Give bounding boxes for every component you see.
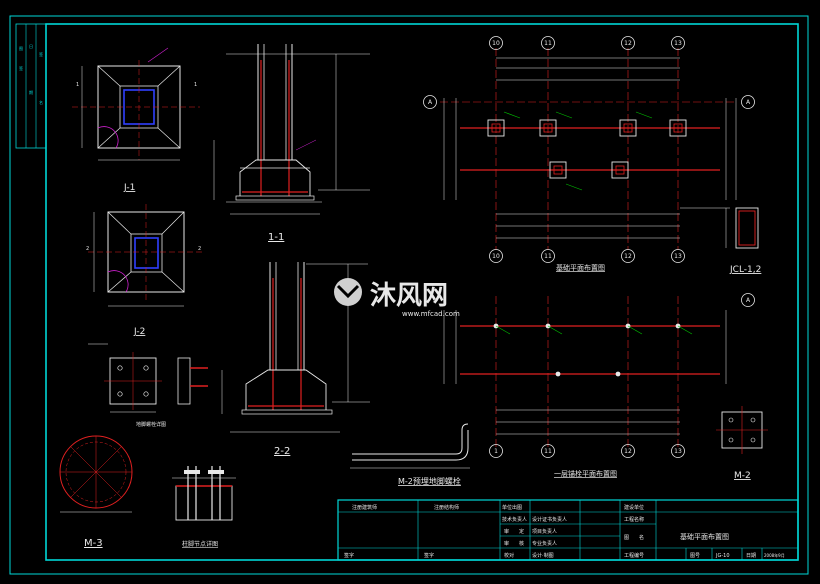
svg-text:名: 名 <box>39 99 43 105</box>
svg-text:签: 签 <box>39 51 43 57</box>
anchor-plate-detail <box>88 343 208 413</box>
footing-j1-title: J-1 <box>123 183 135 193</box>
foundation-plan-title: 基础平面布置图 <box>556 263 605 272</box>
tb-discipline-lead: 专业负责人 <box>532 540 557 547</box>
footing-j2-title: J-2 <box>133 327 145 337</box>
svg-text:2: 2 <box>86 246 89 252</box>
tb-drawing-name: 基础平面布置图 <box>680 532 729 541</box>
section-1-1-title: 1-1 <box>268 232 284 243</box>
tb-review: 审 核 <box>504 540 524 547</box>
svg-text:日: 日 <box>29 44 33 49</box>
plate-m2-title: M-2 <box>734 471 751 481</box>
axis-top-10: 10 <box>492 40 500 47</box>
watermark-logo <box>334 278 362 306</box>
tb-cert-lead: 设计证书负责人 <box>532 516 567 523</box>
axis-bottom-11: 11 <box>544 253 552 260</box>
m2-anchor-title: M-2预埋地脚螺栓 <box>398 476 461 486</box>
axis-top-12: 12 <box>624 40 632 47</box>
tb-client: 建设单位 <box>624 504 644 511</box>
anchor-plate-title: 地脚螺栓详图 <box>136 421 166 428</box>
tb-drawing-name-label: 图 名 <box>624 534 644 541</box>
tb-design: 设计·制图 <box>532 552 554 559</box>
tb-date: 2008年9月 <box>764 552 785 558</box>
svg-text:1: 1 <box>76 82 79 88</box>
axis-bottom-13: 13 <box>674 253 682 260</box>
section-2-2-title: 2-2 <box>274 446 290 457</box>
tb-approve: 审 定 <box>504 528 524 535</box>
tb-sign-2: 签字 <box>424 552 434 559</box>
axis-bottom-10: 10 <box>492 253 500 260</box>
tb-project-name: 工程名称 <box>624 516 644 523</box>
tb-date-label: 日期 <box>746 553 756 559</box>
section-2-2 <box>221 262 370 433</box>
jcl-title: JCL-1,2 <box>729 265 761 275</box>
m2-anchor-bolt <box>350 423 470 469</box>
tb-sign-1: 签字 <box>344 552 354 559</box>
tb-drawing-no: JG-10 <box>715 553 730 559</box>
tb-reg-engineer: 注册结构师 <box>434 504 459 511</box>
footing-j1-plan: 1 1 <box>72 47 200 161</box>
foundation-plan-axis-bubbles <box>423 36 755 263</box>
axis-row-a-lower: A <box>746 297 751 304</box>
tb-issue-unit: 单位出图 <box>502 504 522 511</box>
title-block <box>337 499 799 561</box>
anchor-plan-title: 一层锚栓平面布置图 <box>554 469 617 478</box>
axis-top-11: 11 <box>544 40 552 47</box>
side-stamp-ticks: 图签 日期 签名 <box>19 44 43 105</box>
anchor-plan-axis-bubbles <box>489 293 755 458</box>
tb-drawing-no-label: 图号 <box>690 553 700 559</box>
section-1-1 <box>213 44 370 215</box>
footing-j2-plan: 2 2 <box>86 204 204 307</box>
axis-lower-1: 1 <box>494 448 498 455</box>
svg-text:图: 图 <box>19 45 23 51</box>
tb-reg-architect: 注册建筑师 <box>352 504 377 511</box>
plate-m3-detail <box>59 435 133 513</box>
axis-row-a-right: A <box>746 99 751 106</box>
foundation-plan <box>440 48 737 250</box>
svg-text:签: 签 <box>19 65 23 71</box>
svg-text:1: 1 <box>194 82 197 88</box>
jcl-beam-section <box>680 207 759 249</box>
anchor-bolt-plan <box>443 296 727 448</box>
plate-m2-detail <box>716 406 768 454</box>
svg-text:2: 2 <box>198 246 201 252</box>
svg-text:期: 期 <box>29 89 33 95</box>
tb-tech-lead: 技术负责人 <box>502 516 527 523</box>
tb-check: 校对 <box>504 552 514 559</box>
axis-lower-11: 11 <box>544 448 552 455</box>
axis-lower-13: 13 <box>674 448 682 455</box>
watermark-url: www.mfcad.com <box>402 310 460 318</box>
axis-bottom-12: 12 <box>624 253 632 260</box>
plate-m3-title: M-3 <box>84 538 103 549</box>
axis-row-a-left: A <box>428 99 433 106</box>
column-base-title: 柱脚节点详图 <box>182 540 218 548</box>
column-base-detail <box>172 466 236 521</box>
axis-lower-12: 12 <box>624 448 632 455</box>
tb-project-lead: 项目负责人 <box>532 528 557 535</box>
tb-project-no: 工程编号 <box>624 552 644 559</box>
axis-top-13: 13 <box>674 40 682 47</box>
watermark-text: 沐风网 <box>370 281 448 311</box>
